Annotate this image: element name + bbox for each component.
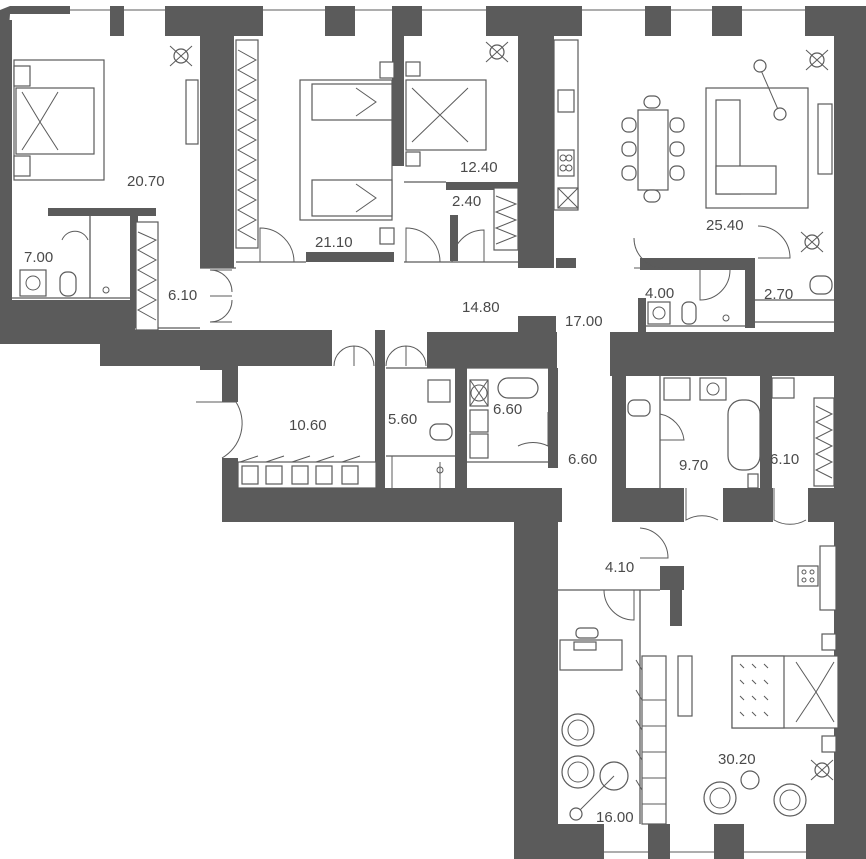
- area-label-wc-3: 5.60: [388, 411, 417, 428]
- windows: [70, 9, 857, 853]
- area-label-wardrobe-nw: 6.10: [168, 287, 197, 304]
- area-label-closet-small: 2.40: [452, 193, 481, 210]
- area-label-wc-1: 4.00: [645, 285, 674, 302]
- area-label-laundry: 6.60: [493, 401, 522, 418]
- area-label-hall: 14.80: [462, 299, 500, 316]
- area-label-corridor: 6.60: [568, 451, 597, 468]
- plant-icon: [810, 759, 834, 781]
- area-label-study: 16.00: [596, 809, 634, 826]
- area-label-dressing-room: 6.10: [770, 451, 799, 468]
- area-label-bedroom-twin: 21.10: [315, 234, 353, 251]
- walls: [0, 6, 866, 859]
- plant-icon: [800, 231, 824, 253]
- area-label-wc-2: 2.70: [764, 286, 793, 303]
- plant-icon: [805, 49, 829, 71]
- area-label-vestibule: 4.10: [605, 559, 634, 576]
- area-label-bedroom-nw: 20.70: [127, 173, 165, 190]
- plant-icon: [169, 45, 193, 67]
- area-label-kitchen-corridor: 17.00: [565, 313, 603, 330]
- area-labels: 20.70 21.10 12.40 2.40 25.40 7.00 6.10 1…: [24, 159, 799, 826]
- partitions: [12, 181, 834, 824]
- area-label-master-bedroom: 30.20: [718, 751, 756, 768]
- plant-icon: [485, 41, 509, 63]
- furniture: [13, 39, 839, 825]
- doors: [196, 225, 807, 621]
- area-label-bedroom-small: 12.40: [460, 159, 498, 176]
- area-label-master-bath: 9.70: [679, 457, 708, 474]
- area-label-storage: 10.60: [289, 417, 327, 434]
- area-label-living-room: 25.40: [706, 217, 744, 234]
- area-label-bathroom-nw: 7.00: [24, 249, 53, 266]
